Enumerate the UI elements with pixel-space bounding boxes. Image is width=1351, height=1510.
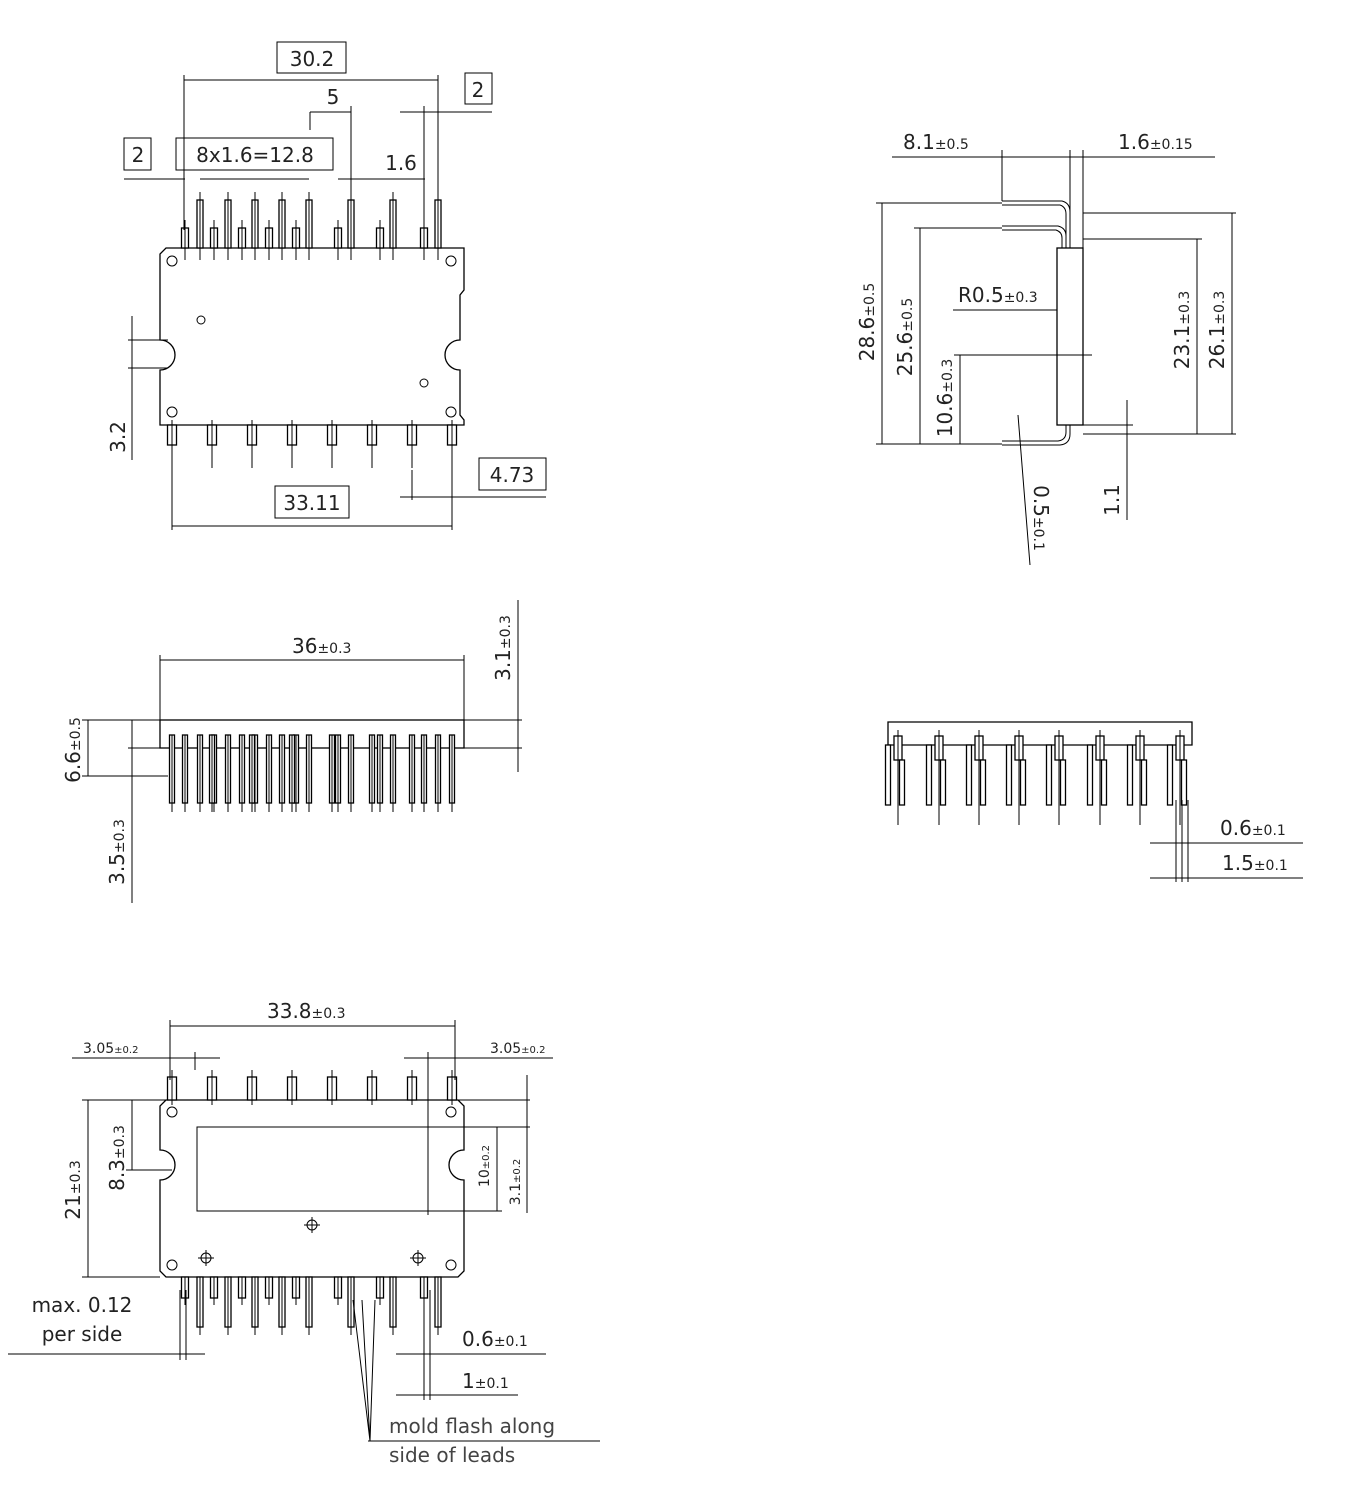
end-view-body xyxy=(887,721,1193,746)
lead-pin xyxy=(939,759,947,806)
center-mark xyxy=(306,1219,318,1231)
end-view-pins xyxy=(884,730,1188,825)
dim-r0-5: R0.5±0.3 xyxy=(958,283,1038,307)
bottom-view-dimension-lines xyxy=(8,1020,600,1442)
lead-pin xyxy=(1019,759,1027,806)
lead-pin xyxy=(1045,744,1053,806)
dim-3-1-height: 3.1±0.3 xyxy=(491,615,515,681)
dim-3-05-right: 3.05±0.2 xyxy=(490,1041,545,1057)
dim-3-5: 3.5±0.3 xyxy=(105,819,129,885)
dim-1-bottom: 1±0.1 xyxy=(462,1369,509,1393)
dim-28-6: 28.6±0.5 xyxy=(855,283,879,362)
dim-10-6: 10.6±0.3 xyxy=(933,359,957,438)
dim-4-73: 4.73 xyxy=(490,463,535,487)
mount-hole-mark xyxy=(166,406,178,418)
dim-36: 36±0.3 xyxy=(292,634,351,658)
dim-0-6-end: 0.6±0.1 xyxy=(1220,816,1286,840)
dim-2-left: 2 xyxy=(132,143,145,167)
dim-21: 21±0.3 xyxy=(61,1160,85,1219)
dim-26-1: 26.1±0.3 xyxy=(1205,291,1229,370)
dim-3-2: 3.2 xyxy=(106,421,130,453)
lead-pin xyxy=(979,759,987,806)
dim-box xyxy=(175,137,334,171)
lead-pin xyxy=(965,744,973,806)
dim-0-5: 0.5±0.1 xyxy=(1029,485,1053,551)
ejector-mark xyxy=(419,378,429,388)
note-max-line1: max. 0.12 xyxy=(32,1293,133,1317)
side-view-dimension-lines xyxy=(876,150,1236,566)
lead-pin xyxy=(1100,759,1108,806)
mount-hole-mark xyxy=(445,1106,457,1118)
mount-hole-mark xyxy=(445,255,457,267)
center-mark xyxy=(200,1252,212,1264)
dim-1-6: 1.6 xyxy=(385,151,417,175)
center-mark xyxy=(412,1252,424,1264)
dim-3-05-left: 3.05±0.2 xyxy=(83,1041,138,1057)
top-view: 30.2 2 5 2 8x1.6=12.8 1.6 3.2 33.11 4.73 xyxy=(106,41,547,530)
dim-2-right: 2 xyxy=(472,78,485,102)
dim-box xyxy=(276,41,347,74)
dim-33-8: 33.8±0.3 xyxy=(267,999,346,1023)
bottom-view: 33.8±0.3 3.05±0.2 3.05±0.2 21±0.3 8.3±0.… xyxy=(8,999,600,1467)
dim-1-5-end: 1.5±0.1 xyxy=(1222,851,1288,875)
dim-3-1-bottom: 3.1±0.2 xyxy=(508,1159,524,1206)
dim-box xyxy=(464,72,493,105)
top-view-body xyxy=(159,247,465,426)
bottom-view-pins xyxy=(166,1070,458,1335)
dim-5: 5 xyxy=(327,85,340,109)
side-view-leads xyxy=(1002,200,1071,446)
lead-pin xyxy=(884,744,892,806)
end-view-dimension-lines xyxy=(1150,800,1303,882)
side-view-body xyxy=(1056,247,1084,426)
mount-hole-mark xyxy=(445,406,457,418)
lead-pin xyxy=(1086,744,1094,806)
front-view-pins xyxy=(168,734,456,812)
lead-pin xyxy=(1140,759,1148,806)
dim-box xyxy=(478,457,547,491)
lead-pin xyxy=(1180,759,1188,806)
dim-23-1: 23.1±0.3 xyxy=(1170,291,1194,370)
side-view: 8.1±0.5 1.6±0.15 28.6±0.5 25.6±0.5 10.6±… xyxy=(855,130,1236,566)
dim-30-2: 30.2 xyxy=(290,47,335,71)
dim-6-6: 6.6±0.5 xyxy=(61,717,85,783)
lead-pin xyxy=(898,759,906,806)
mount-hole-mark xyxy=(445,1259,457,1271)
lead-pin xyxy=(1005,744,1013,806)
note-flash-line1: mold flash along xyxy=(389,1414,555,1438)
lead-pin xyxy=(925,744,933,806)
dim-10: 10±0.2 xyxy=(477,1145,493,1187)
dim-0-6-bottom: 0.6±0.1 xyxy=(462,1327,528,1351)
note-max-line2: per side xyxy=(42,1322,123,1346)
mount-hole-mark xyxy=(166,1106,178,1118)
front-view-dimension-lines xyxy=(82,600,522,903)
dim-box xyxy=(123,137,152,171)
dim-box xyxy=(274,485,350,519)
dim-1-1: 1.1 xyxy=(1100,484,1124,516)
dim-8-1: 8.1±0.5 xyxy=(903,130,969,154)
note-flash-line2: side of leads xyxy=(389,1443,515,1467)
top-view-pins xyxy=(166,192,458,468)
dim-pitch: 8x1.6=12.8 xyxy=(196,143,314,167)
top-view-dimension-lines xyxy=(124,75,546,530)
mount-hole-mark xyxy=(166,1259,178,1271)
front-view: 36±0.3 3.1±0.3 6.6±0.5 3.5±0.3 xyxy=(61,600,522,903)
lead-pin xyxy=(1059,759,1067,806)
dim-8-3: 8.3±0.3 xyxy=(105,1125,129,1191)
dim-33-11: 33.11 xyxy=(283,491,340,515)
lead-pin xyxy=(1166,744,1174,806)
bottom-view-body xyxy=(159,1099,465,1278)
dim-25-6: 25.6±0.5 xyxy=(893,298,917,377)
center-marks xyxy=(198,1217,426,1266)
dim-1-6-lead: 1.6±0.15 xyxy=(1118,130,1193,154)
lead-pin xyxy=(1126,744,1134,806)
end-view: 0.6±0.1 1.5±0.1 xyxy=(884,721,1303,882)
ejector-mark xyxy=(196,315,206,325)
mount-hole-mark xyxy=(166,255,178,267)
